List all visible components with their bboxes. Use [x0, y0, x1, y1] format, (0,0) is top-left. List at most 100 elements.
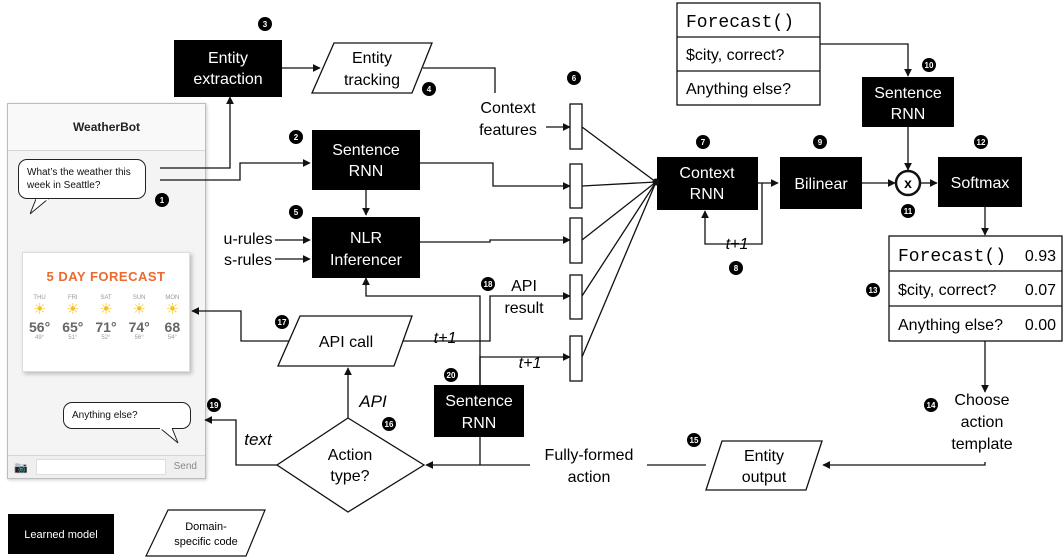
step-badges: 1 2 3 4 5 6 7 8 9 10 11 12 13 14 15 16 1… — [155, 17, 988, 447]
user-message-bubble: What’s the weather this week in Seattle? — [18, 159, 146, 199]
day-high: 65° — [62, 319, 84, 335]
forecast-day: SUN ☀ 74° 56° — [123, 295, 155, 341]
step-badge: 8 — [729, 261, 743, 275]
node-label: Entity — [208, 50, 248, 67]
template-text: Anything else? — [898, 317, 1003, 334]
node-label: API call — [319, 334, 373, 351]
svg-text:19: 19 — [210, 401, 219, 410]
step-badge: 15 — [687, 433, 701, 447]
svg-text:16: 16 — [385, 420, 394, 429]
node-label: Context — [679, 165, 735, 182]
node-entity-output: Entity output — [705, 440, 823, 491]
step-badge: 13 — [866, 283, 880, 297]
send-button[interactable]: Send — [173, 461, 197, 472]
step-badge: 5 — [289, 205, 303, 219]
legend-domain-code-label: specific code — [174, 536, 238, 548]
node-sentence-rnn-top: Sentence RNN — [312, 130, 420, 190]
template-text: Forecast() — [898, 247, 1006, 267]
node-sentence-rnn-bottom: Sentence RNN — [434, 385, 524, 437]
svg-text:3: 3 — [263, 20, 268, 29]
node-label: Sentence — [445, 393, 513, 410]
day-low: 52° — [101, 335, 111, 341]
svg-text:7: 7 — [701, 138, 706, 147]
feature-bar — [569, 335, 583, 382]
feature-bar — [569, 217, 583, 264]
svg-text:15: 15 — [690, 436, 699, 445]
svg-text:12: 12 — [977, 138, 986, 147]
svg-text:14: 14 — [927, 401, 936, 410]
template-text: Forecast() — [686, 13, 794, 33]
node-sentence-rnn-right: Sentence RNN — [862, 77, 954, 127]
legend-domain-code-swatch — [145, 509, 266, 557]
day-low: 51° — [68, 335, 78, 341]
node-label: RNN — [891, 106, 926, 123]
day-high: 56° — [29, 319, 51, 335]
choose-template-label: template — [951, 436, 1012, 453]
u-rules-label: u-rules — [224, 231, 273, 248]
day-name: SUN — [132, 295, 146, 301]
svg-text:17: 17 — [278, 318, 287, 327]
step-badge: 18 — [481, 277, 495, 291]
node-context-rnn: Context RNN — [657, 157, 758, 210]
svg-text:10: 10 — [925, 61, 934, 70]
svg-text:4: 4 — [427, 85, 432, 94]
chat-input[interactable] — [36, 459, 166, 475]
template-score: 0.93 — [1025, 248, 1056, 265]
feature-bar — [569, 103, 583, 150]
api-label: API — [358, 392, 387, 411]
template-text: Anything else? — [686, 81, 791, 98]
node-bilinear: Bilinear — [780, 157, 862, 209]
day-low: 54° — [167, 335, 177, 341]
node-label: RNN — [690, 186, 725, 203]
user-bubble-tail — [30, 199, 49, 215]
step-badge: 16 — [382, 417, 396, 431]
step-badge: 19 — [207, 398, 221, 412]
node-label: output — [742, 469, 787, 486]
node-label: RNN — [349, 163, 384, 180]
step-badge: 2 — [289, 130, 303, 144]
template-text: $city, correct? — [898, 282, 997, 299]
t-plus-1-label: t+1 — [726, 236, 749, 253]
api-result-label: result — [504, 300, 544, 317]
svg-text:9: 9 — [818, 138, 823, 147]
svg-text:13: 13 — [869, 286, 878, 295]
step-badge: 3 — [258, 17, 272, 31]
context-features-label: Context — [480, 100, 536, 117]
day-high: 71° — [95, 319, 117, 335]
node-label: Entity — [352, 50, 392, 67]
node-label: Inferencer — [330, 252, 403, 269]
node-action-type: Action type? — [275, 417, 426, 513]
node-label: Sentence — [332, 142, 400, 159]
step-badge: 11 — [901, 204, 915, 218]
node-entity-extraction: Entity extraction — [174, 40, 282, 97]
cloudy-sun-icon: ☀ — [32, 301, 47, 318]
node-label: Bilinear — [794, 176, 848, 193]
step-badge: 9 — [813, 135, 827, 149]
fan-in-point — [652, 178, 660, 186]
node-label: tracking — [344, 72, 400, 89]
node-label: Softmax — [951, 175, 1010, 192]
step-badge: 1 — [155, 193, 169, 207]
forecast-day: THU ☀ 56° 49° — [24, 295, 56, 341]
cloudy-sun-icon: ☀ — [66, 301, 80, 318]
connectors — [160, 43, 989, 469]
template-list-scored: Forecast() 0.93 $city, correct? 0.07 Any… — [888, 235, 1063, 342]
choose-template-label: action — [961, 414, 1004, 431]
diagram-labels: Context features u-rules s-rules API res… — [224, 100, 1013, 486]
step-badge: 14 — [924, 398, 938, 412]
api-result-label: API — [511, 278, 537, 295]
legend-domain-code-label: Domain- — [185, 521, 227, 533]
chat-input-bar: 📷 Send — [8, 455, 205, 478]
step-badge: 7 — [696, 135, 710, 149]
fully-formed-action-label: Fully-formed — [545, 447, 634, 464]
text-label: text — [244, 430, 273, 449]
legend-learned-model-label: Learned model — [24, 529, 97, 541]
day-name: FRI — [67, 295, 78, 301]
sun-icon: ☀ — [132, 301, 146, 318]
camera-icon[interactable]: 📷 — [14, 462, 28, 474]
phone-mockup: WeatherBot What’s the weather this week … — [7, 103, 206, 479]
day-low: 49° — [35, 335, 45, 341]
forecast-day: SAT ☀ 71° 52° — [90, 295, 122, 341]
svg-text:8: 8 — [734, 264, 739, 273]
